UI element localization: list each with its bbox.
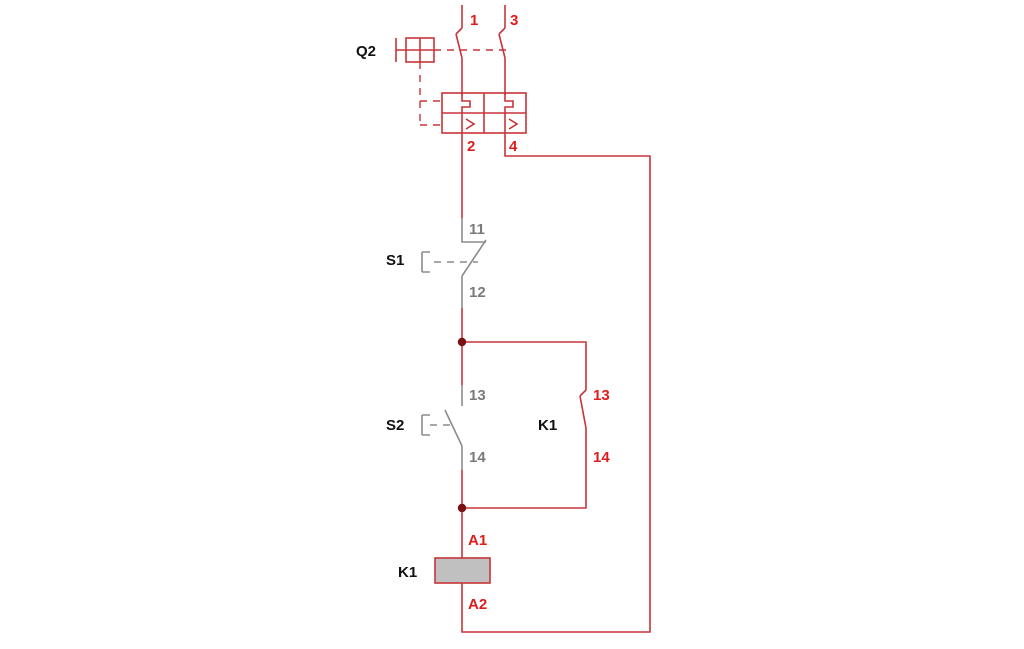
q2-pole2-hook bbox=[498, 27, 506, 35]
q2-terminal-4: 4 bbox=[509, 138, 518, 155]
return-wire bbox=[461, 133, 651, 633]
q2-magnetic-element-2 bbox=[504, 113, 519, 133]
s2-label: S2 bbox=[386, 417, 404, 434]
s1-upper-contact bbox=[461, 218, 486, 243]
s1-terminal-12: 12 bbox=[469, 284, 486, 301]
k1-coil-terminal-a1: A1 bbox=[468, 532, 487, 549]
q2-pole1-hook bbox=[455, 27, 463, 35]
k1-branch-bottom-wire bbox=[462, 428, 587, 509]
s1-blade bbox=[461, 239, 487, 277]
s2-terminal-13: 13 bbox=[469, 387, 486, 404]
q2-terminal-3: 3 bbox=[510, 12, 518, 29]
k1-contact-terminal-14: 14 bbox=[593, 449, 610, 466]
q2-operator-bracket bbox=[395, 38, 406, 62]
s2-actuator bbox=[421, 414, 430, 436]
k1-contact-hook bbox=[579, 389, 587, 397]
q2-thermal-element-2 bbox=[504, 93, 514, 113]
k1-coil-label: K1 bbox=[398, 564, 417, 581]
q2-breaker bbox=[395, 5, 527, 134]
s1-label: S1 bbox=[386, 252, 404, 269]
q2-pole2-blade bbox=[498, 33, 506, 59]
q2-thermal-element-1 bbox=[461, 93, 471, 113]
s1-terminal-11: 11 bbox=[469, 221, 485, 238]
k1-contact-blade bbox=[579, 395, 587, 429]
q2-label: Q2 bbox=[356, 43, 376, 60]
k1-branch-top-wire bbox=[462, 341, 587, 390]
junction-dot-top bbox=[457, 337, 467, 347]
junction-dot-bottom bbox=[457, 503, 467, 513]
q2-trip-box-dividers bbox=[442, 93, 526, 133]
q2-pole1-blade bbox=[455, 33, 463, 59]
s1-stop-button bbox=[421, 218, 487, 308]
q2-terminal-1: 1 bbox=[470, 12, 478, 29]
k1-coil-terminal-a2: A2 bbox=[468, 596, 487, 613]
k1-contact-terminal-13: 13 bbox=[593, 387, 610, 404]
q2-magnetic-element-1 bbox=[461, 113, 476, 133]
s2-blade bbox=[444, 409, 463, 447]
s2-terminal-14: 14 bbox=[469, 449, 486, 466]
k1-contact-label: K1 bbox=[538, 417, 557, 434]
q2-terminal-2: 2 bbox=[467, 138, 475, 155]
s2-start-button bbox=[421, 385, 463, 470]
s1-actuator bbox=[421, 251, 430, 273]
q2-operator-cross bbox=[406, 38, 434, 62]
k1-coil bbox=[434, 557, 491, 584]
